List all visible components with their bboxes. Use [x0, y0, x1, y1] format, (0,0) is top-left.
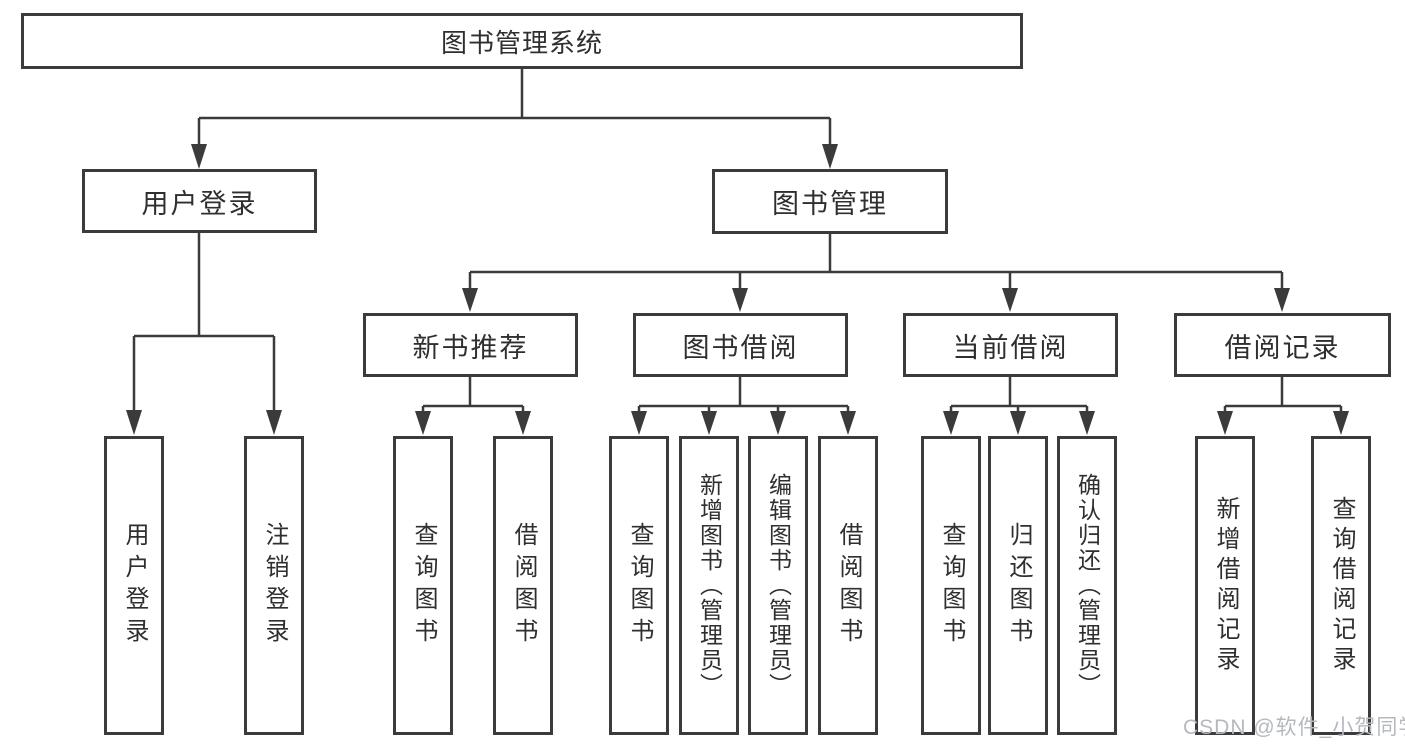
csdn-watermark: CSDN @软件_小贺同学 [1183, 716, 1405, 739]
arrow-down-icon [1274, 288, 1290, 312]
arrow-down-icon [1217, 411, 1233, 435]
arrow-down-icon [732, 288, 748, 312]
arrow-down-icon [1010, 411, 1026, 435]
arrow-down-icon [1002, 288, 1018, 312]
node-label: 查询图书 [410, 521, 437, 650]
node-book-borrowing: 图书借阅 [633, 313, 848, 377]
node-label: 确认归还（管理员） [1074, 473, 1101, 698]
node-label: 图书管理 [772, 189, 888, 219]
arrow-down-icon [701, 411, 717, 435]
node-user-login: 用户登录 [82, 169, 317, 233]
arrow-down-icon [462, 288, 478, 312]
leaf-query-borrow-record: 查询借阅记录 [1311, 436, 1371, 735]
node-current-borrowing: 当前借阅 [903, 313, 1118, 377]
arrow-down-icon [415, 411, 431, 435]
leaf-return-books: 归还图书 [988, 436, 1048, 735]
node-label: 查询图书 [626, 521, 653, 650]
node-label: 用户登录 [121, 521, 148, 650]
node-label: 编辑图书（管理员） [765, 473, 792, 698]
node-label: 借阅图书 [835, 521, 862, 650]
arrow-down-icon [1079, 411, 1095, 435]
node-label: 新增图书（管理员） [696, 473, 723, 698]
arrow-down-icon [822, 144, 838, 169]
node-label: 新书推荐 [412, 332, 529, 363]
leaf-add-books-admin: 新增图书（管理员） [679, 436, 739, 735]
arrow-down-icon [631, 411, 647, 435]
leaf-borrow-books-recommend: 借阅图书 [493, 436, 553, 735]
node-label: 用户登录 [141, 188, 258, 219]
arrow-down-icon [191, 144, 207, 169]
node-book-management: 图书管理 [712, 169, 948, 234]
node-label: 借阅图书 [510, 521, 537, 650]
arrow-down-icon [266, 410, 282, 435]
leaf-add-borrow-record: 新增借阅记录 [1195, 436, 1255, 735]
leaf-borrow-books: 借阅图书 [818, 436, 878, 735]
leaf-query-books-current: 查询图书 [921, 436, 981, 735]
node-label: 借阅记录 [1224, 332, 1341, 363]
node-new-book-recommend: 新书推荐 [363, 313, 578, 377]
node-label: 注销登录 [261, 521, 288, 650]
node-label: 归还图书 [1005, 521, 1032, 650]
node-label: 查询图书 [938, 521, 965, 650]
node-system-root: 图书管理系统 [21, 13, 1023, 69]
node-label: 图书管理系统 [440, 27, 603, 58]
node-label: 当前借阅 [952, 332, 1069, 363]
leaf-confirm-return-admin: 确认归还（管理员） [1057, 436, 1117, 735]
arrow-down-icon [515, 411, 531, 435]
node-label: 图书借阅 [682, 332, 799, 363]
arrow-down-icon [1333, 411, 1349, 435]
node-label: 查询借阅记录 [1328, 495, 1355, 676]
node-borrowing-records: 借阅记录 [1174, 313, 1391, 377]
leaf-query-books-borrowing: 查询图书 [609, 436, 669, 735]
arrow-down-icon [126, 410, 142, 435]
arrow-down-icon [943, 411, 959, 435]
arrow-down-icon [840, 411, 856, 435]
node-label: 新增借阅记录 [1212, 495, 1239, 676]
leaf-logout: 注销登录 [244, 436, 304, 735]
leaf-edit-books-admin: 编辑图书（管理员） [748, 436, 808, 735]
arrow-down-icon [770, 411, 786, 435]
leaf-query-books-recommend: 查询图书 [393, 436, 453, 735]
leaf-user-login: 用户登录 [104, 436, 164, 735]
